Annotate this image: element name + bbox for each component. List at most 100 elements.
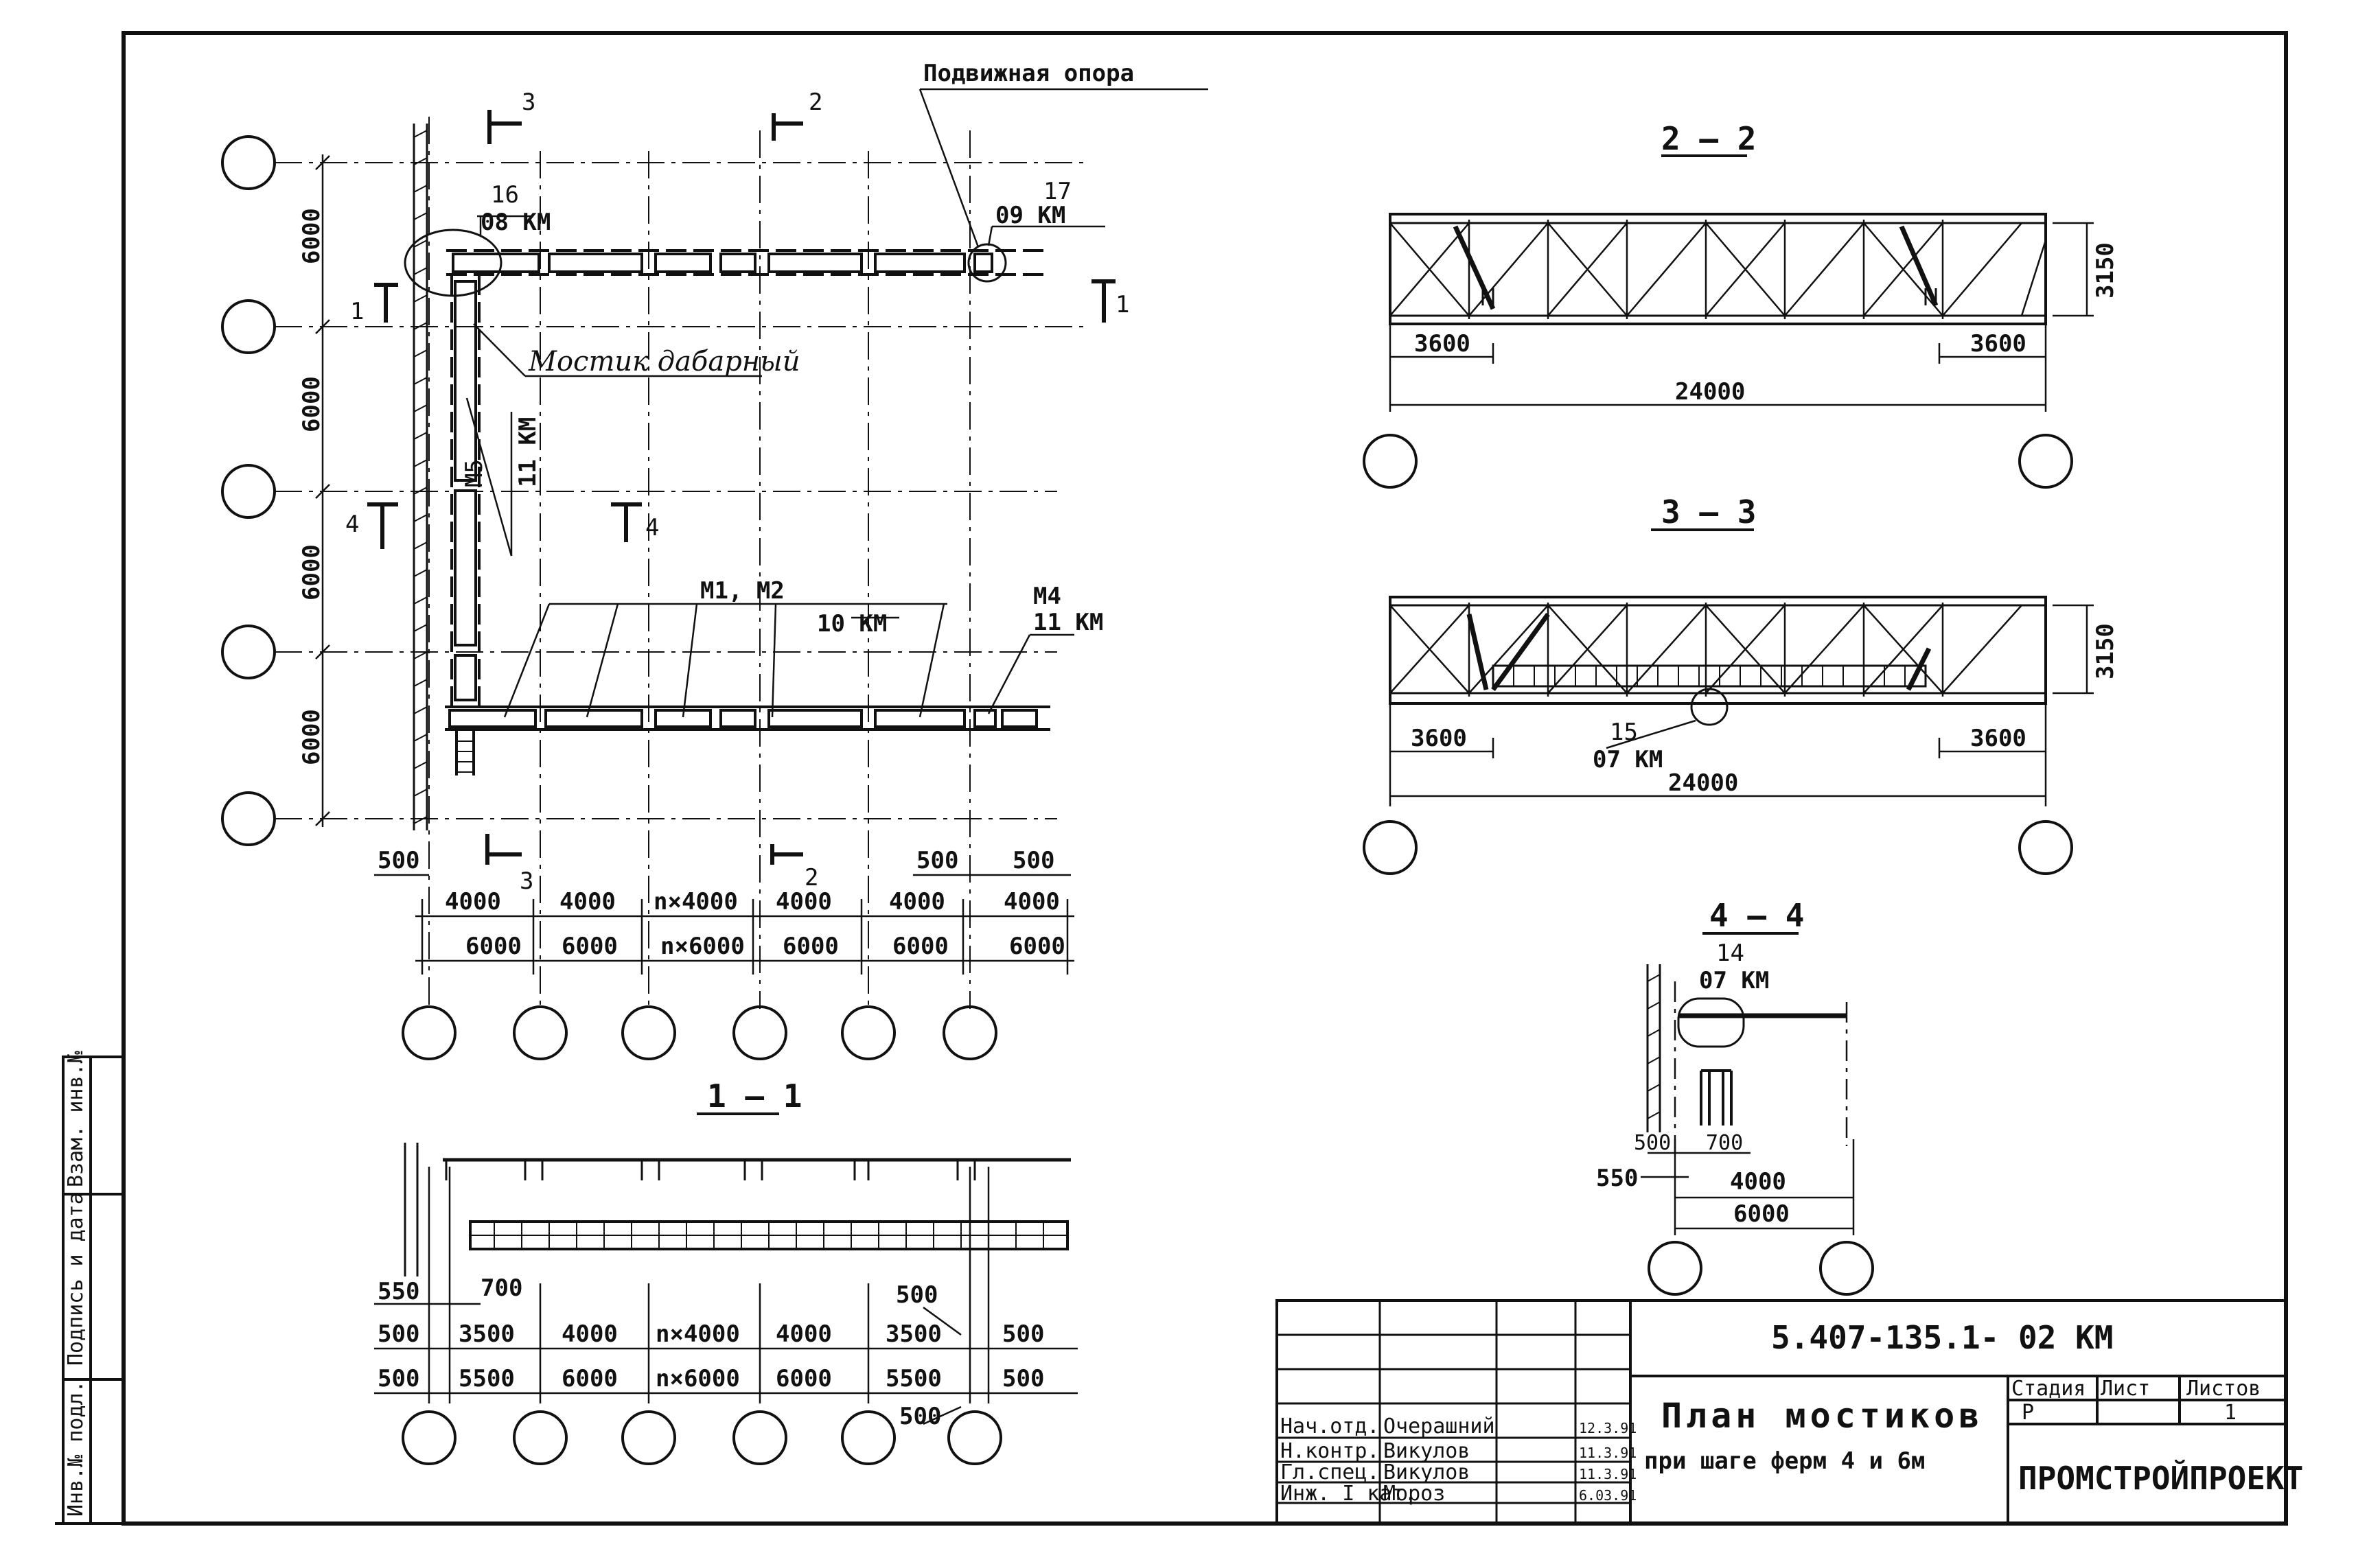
sec33-h: 3150 <box>2092 623 2119 679</box>
stage-header: Стадия <box>2011 1377 2086 1401</box>
node-16-num: 16 <box>491 181 519 209</box>
grid-axes-horizontal <box>275 162 1085 819</box>
wall-hatch <box>413 124 428 830</box>
sec11-title: 1 – 1 <box>707 1077 802 1115</box>
sec33-d1: 3600 <box>1411 725 1467 752</box>
sec11-row2-1: 5500 <box>459 1365 515 1392</box>
role-1: Нач.отд. <box>1280 1414 1380 1438</box>
vdim-3: 6000 <box>298 544 325 600</box>
dim-vertical-plan <box>315 154 330 827</box>
title-block <box>1275 1299 2287 1525</box>
sec33-d2: 3600 <box>1970 725 2026 752</box>
cut-mark-4-left: 4 <box>345 511 359 538</box>
row1-dim-5: 4000 <box>889 888 945 916</box>
sec44-d6000: 6000 <box>1733 1200 1790 1228</box>
node-17-sheet: 09 КМ <box>995 202 1065 229</box>
sec11-row1-right: 500 <box>1002 1320 1044 1348</box>
m1m2-num: М1, М2 <box>700 577 785 605</box>
sec11-row1-4: 4000 <box>776 1320 832 1348</box>
section-2-2 <box>1363 154 2094 489</box>
m1m2-sheet: 10 КМ <box>817 610 887 638</box>
cut-marks-plan <box>367 110 1116 865</box>
label-movable-support: Подвижная опора <box>923 60 1134 87</box>
vdim-4: 6000 <box>298 709 325 765</box>
sec22-h: 3150 <box>2092 242 2119 299</box>
m4-sheet: 11 КМ <box>1033 609 1103 636</box>
sec22-title: 2 – 2 <box>1661 120 1756 157</box>
sec11-d500-bot: 500 <box>899 1403 941 1430</box>
sec11-labels: 1 – 1 550 700 500 500 500 3500 4000 n×40… <box>378 1077 1044 1430</box>
section-1-1 <box>374 1112 1078 1465</box>
side-stamp <box>62 1056 125 1525</box>
sec11-row1-5: 3500 <box>886 1320 942 1348</box>
role-2-date: 11.3.91 <box>1579 1445 1637 1461</box>
m4-num: М4 <box>1033 583 1061 610</box>
sec22-total: 24000 <box>1675 378 1745 406</box>
cut-mark-4-mid: 4 <box>645 514 659 541</box>
sec11-row2-2: 6000 <box>562 1365 618 1392</box>
node-16-circle <box>404 229 502 297</box>
axis-bubbles-bottom <box>402 1005 997 1060</box>
node-17-num: 17 <box>1043 178 1072 205</box>
sec11-row1-1: 3500 <box>459 1320 515 1348</box>
role-4-date: 6.03.91 <box>1579 1487 1637 1504</box>
sec44-d500: 500 <box>1634 1131 1671 1155</box>
doc-code: 5.407-135.1- 02 КМ <box>1771 1319 2114 1356</box>
row2-dim-2: 6000 <box>562 933 618 960</box>
cut-mark-3-bottom: 3 <box>520 867 533 895</box>
row2-dim-3: n×6000 <box>660 933 745 960</box>
sec33-node-sheet: 07 КМ <box>1593 746 1663 773</box>
row1-dim-3: n×4000 <box>654 888 738 916</box>
m5-sheet: 11 КМ <box>514 417 542 487</box>
org-name: ПРОМСТРОЙПРОЕКТ <box>2018 1460 2303 1497</box>
sec11-row2-4: 6000 <box>776 1365 832 1392</box>
role-4: Инж. I кат. <box>1280 1482 1417 1506</box>
sec44-d4000: 4000 <box>1730 1168 1786 1196</box>
role-3-name: Викулов <box>1383 1460 1470 1484</box>
sheets-value: 1 <box>2224 1401 2237 1425</box>
row2-dim-5: 6000 <box>892 933 949 960</box>
sec33-title: 3 – 3 <box>1661 493 1756 530</box>
sec22-d1: 3600 <box>1414 330 1470 358</box>
cut-mark-1-right: 1 <box>1116 291 1129 318</box>
sheet-header: Лист <box>2101 1377 2150 1401</box>
row1-dim-4: 4000 <box>776 888 832 916</box>
sec33-node: 15 <box>1610 719 1638 746</box>
sec44-node: 14 <box>1716 940 1744 967</box>
sec44-d550: 550 <box>1596 1165 1638 1192</box>
title-block-labels: 5.407-135.1- 02 КМ План мостиков при шаг… <box>1280 1319 2303 1506</box>
role-3: Гл.спец. <box>1280 1460 1380 1484</box>
sec11-row2-3: n×6000 <box>656 1365 740 1392</box>
stamp-sign-date: Подпись и дата <box>64 1192 88 1366</box>
role-1-name: Очерашний <box>1383 1414 1495 1438</box>
section-3-3 <box>1363 528 2094 875</box>
cut-mark-2-top: 2 <box>809 89 822 116</box>
sec11-d500-top: 500 <box>896 1281 938 1309</box>
side-stamp-labels: Инв.№ подл. Подпись и дата Взам. инв.№ <box>64 1051 88 1517</box>
sec11-d700: 700 <box>481 1274 522 1302</box>
role-2: Н.контр. <box>1280 1439 1380 1463</box>
cut-mark-1-left: 1 <box>350 298 364 325</box>
leaders-plan <box>465 88 1208 718</box>
role-2-name: Викулов <box>1383 1439 1470 1463</box>
row2-dim-6: 6000 <box>1009 933 1065 960</box>
node-17-circle <box>967 243 1007 283</box>
plan-view <box>221 88 1208 1060</box>
sec44-d700: 700 <box>1706 1131 1743 1155</box>
title-line-2: при шаге ферм 4 и 6м <box>1644 1447 1925 1475</box>
plan-labels: Подвижная опора Мостик дабарный 3 2 1 1 … <box>298 60 1134 960</box>
vdim-2: 6000 <box>298 376 325 432</box>
sec11-row1-2: 4000 <box>562 1320 618 1348</box>
sec33-labels: 3 – 3 3600 3600 24000 3150 15 07 КМ <box>1411 493 2119 797</box>
title-line-1: План мостиков <box>1661 1396 1983 1436</box>
dim-500-left: 500 <box>378 847 419 874</box>
row1-dim-2: 4000 <box>559 888 616 916</box>
role-4-name: Мороз <box>1383 1482 1445 1506</box>
role-1-date: 12.3.91 <box>1579 1420 1637 1436</box>
sec11-row1-3: n×4000 <box>656 1320 740 1348</box>
row2-dim-4: 6000 <box>783 933 839 960</box>
role-3-date: 11.3.91 <box>1579 1466 1637 1482</box>
node-16-sheet: 08 КМ <box>481 209 551 236</box>
walkway-vertical <box>450 275 481 775</box>
row1-dim-1: 4000 <box>445 888 501 916</box>
